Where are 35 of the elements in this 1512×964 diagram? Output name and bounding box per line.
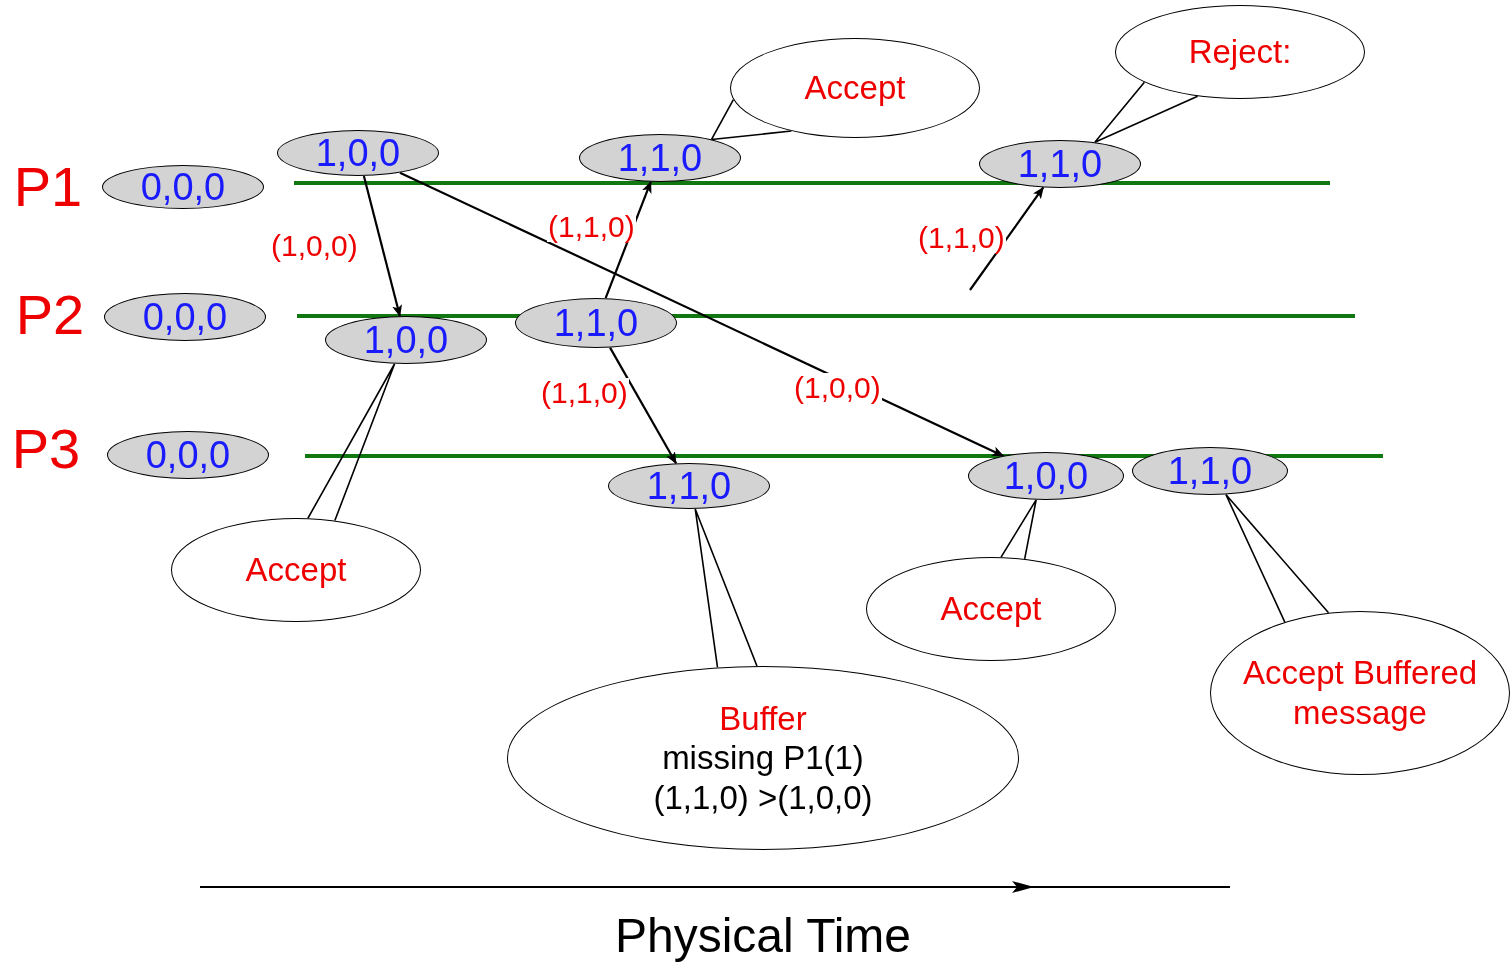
vector-timestamp: 1,0,0 (363, 321, 449, 359)
axis-label: Physical Time (614, 912, 912, 960)
edge-label: (1,0,0) (270, 231, 359, 261)
process-label: P2 (15, 287, 85, 343)
vector-timestamp: 1,1,0 (1017, 145, 1103, 183)
vector-timestamp: 1,1,0 (553, 304, 639, 342)
callout-text: Accept (245, 550, 347, 590)
vector-timestamp: 0,0,0 (142, 298, 228, 336)
message-arrow (399, 171, 1005, 457)
vector-timestamp: 1,1,0 (617, 139, 703, 177)
callout-tail (307, 362, 396, 522)
message-arrow (609, 347, 677, 465)
callout-tail (1094, 81, 1199, 144)
process-label: P3 (11, 421, 81, 477)
process-label: P1 (13, 159, 83, 215)
vector-timestamp: 1,0,0 (1003, 457, 1089, 495)
vector-timestamp: 1,1,0 (1167, 452, 1253, 490)
vector-timestamp: 0,0,0 (140, 168, 226, 206)
callout-text: Accept (804, 68, 906, 108)
vector-timestamp: 0,0,0 (145, 436, 231, 474)
edge-label: (1,1,0) (917, 223, 1006, 253)
callout-text: missing P1(1) (662, 738, 864, 778)
edge-label: (1,0,0) (793, 373, 882, 403)
callout-text: Buffer (719, 698, 807, 739)
message-arrow (969, 186, 1045, 291)
callout-text: (1,1,0) >(1,0,0) (653, 777, 873, 818)
vector-timestamp: 1,1,0 (646, 467, 732, 505)
edge-label: (1,1,0) (547, 212, 636, 242)
callout-tail (1225, 493, 1330, 623)
callout-text: Reject: (1188, 32, 1292, 72)
edge-label: (1,1,0) (540, 378, 629, 408)
vector-timestamp: 1,0,0 (315, 134, 401, 172)
callout-text: Accept (940, 589, 1042, 629)
message-arrow (362, 175, 402, 318)
callout-text: Accept Buffered message (1241, 653, 1479, 733)
